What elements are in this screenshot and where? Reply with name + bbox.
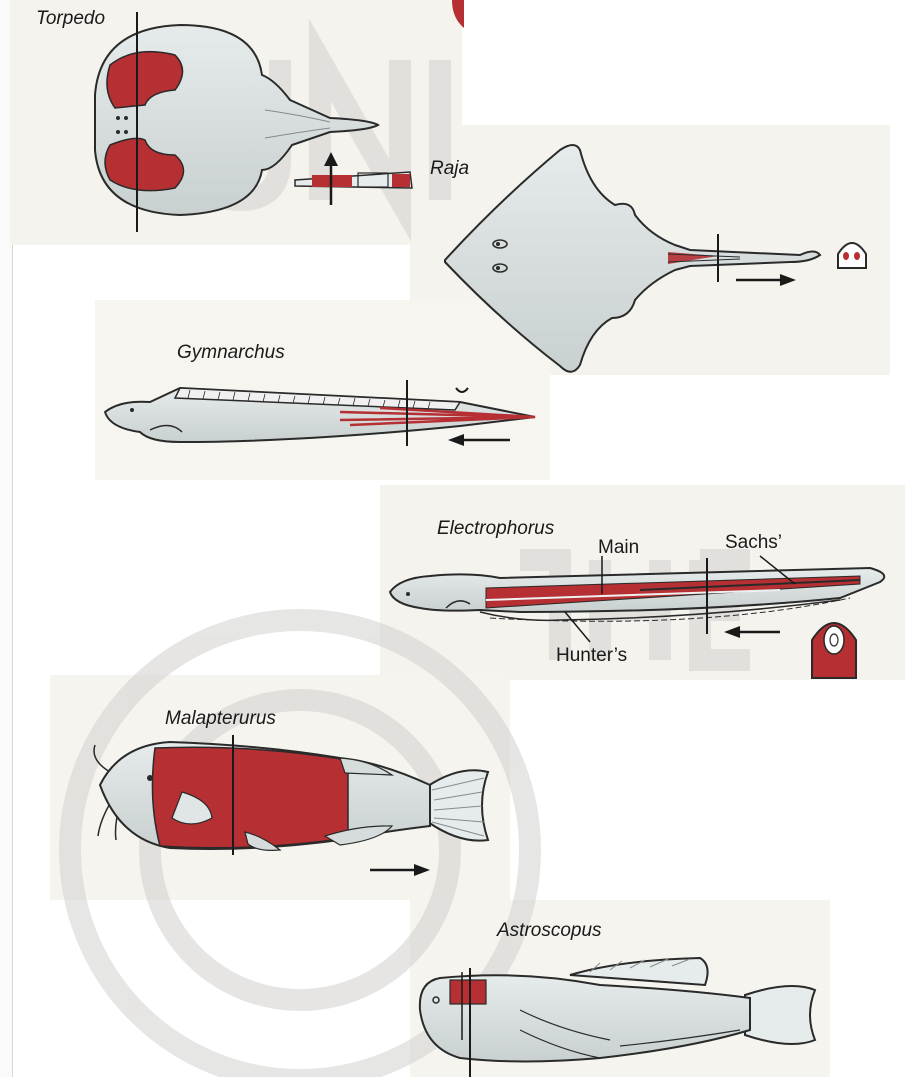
gymnarchus-label: Gymnarchus [177, 342, 285, 364]
torpedo-label: Torpedo [36, 8, 105, 30]
astroscopus-tail-fin [745, 986, 815, 1044]
gymnarchus-panel-bg [95, 300, 550, 480]
electrophorus-label: Electrophorus [437, 518, 554, 540]
sachs-organ-label: Sachs’ [725, 532, 782, 554]
main-organ-label: Main [598, 537, 639, 559]
astroscopus-label: Astroscopus [497, 920, 602, 942]
raja-label: Raja [430, 158, 469, 180]
hunters-organ-label: Hunter’s [556, 645, 627, 667]
malapterurus-label: Malapterurus [165, 708, 276, 730]
astroscopus-organ [450, 980, 486, 1004]
